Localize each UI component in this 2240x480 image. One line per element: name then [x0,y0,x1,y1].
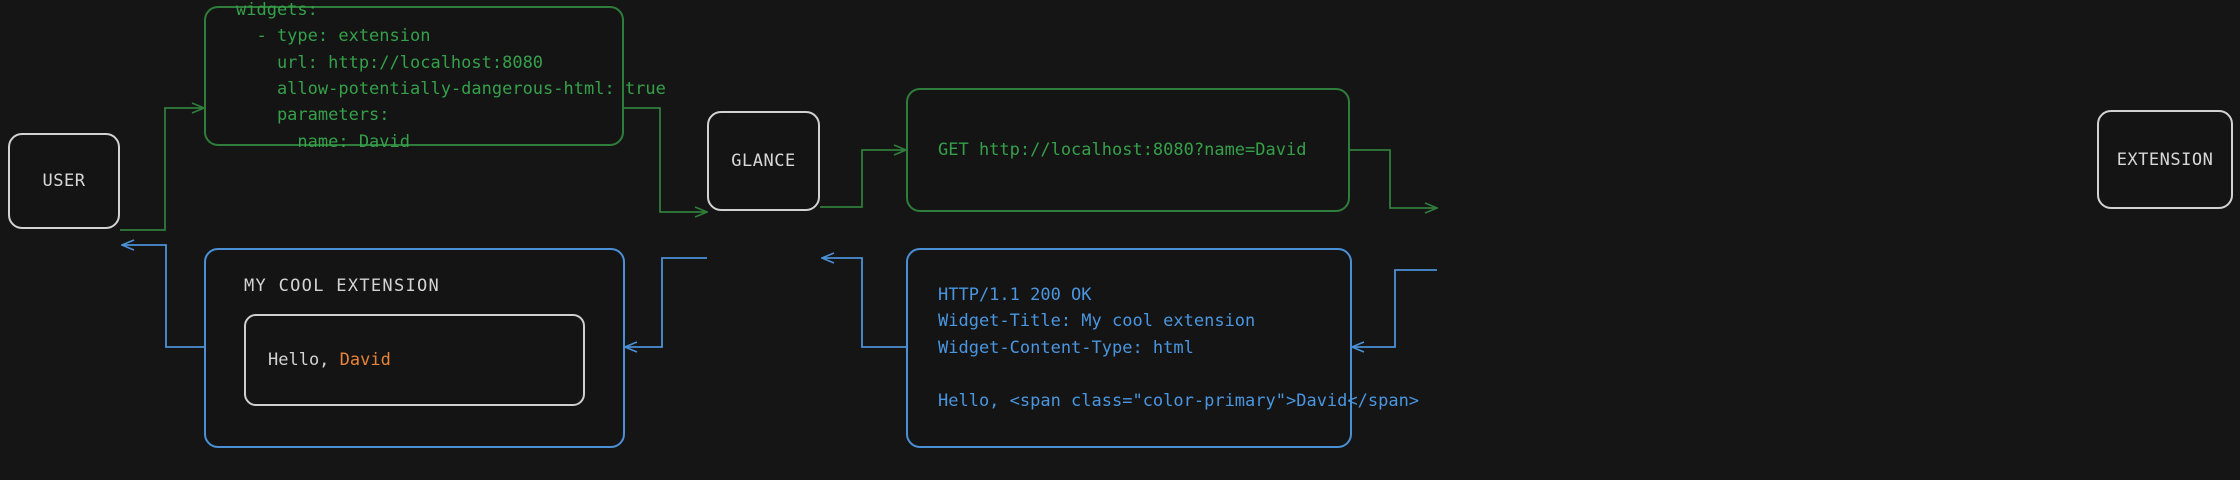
rendered-widget-greeting: Hello, [268,350,340,370]
node-user[interactable]: USER [8,133,120,229]
node-user-label: USER [42,171,86,191]
node-glance-label: GLANCE [731,151,796,171]
http-response-code: HTTP/1.1 200 OK Widget-Title: My cool ex… [938,285,1420,411]
edge-glance-to-widget [625,257,707,347]
edge-config-to-glance [624,107,707,212]
edge-request-to-extension [1350,149,1437,208]
config-yaml-box: widgets: - type: extension url: http://l… [204,0,666,152]
node-extension-label: EXTENSION [2116,149,2214,170]
edge-response-to-glance [822,258,906,348]
http-response-box: HTTP/1.1 200 OK Widget-Title: My cool ex… [906,248,1420,448]
edge-glance-to-request [820,150,906,208]
edge-user-to-config [120,108,204,231]
rendered-widget-box: MY COOL EXTENSION Hello, David [204,248,625,448]
edge-extension-to-response [1352,269,1437,347]
rendered-widget-name: David [339,350,391,370]
config-yaml-code: widgets: - type: extension url: http://l… [236,0,666,152]
node-extension[interactable]: EXTENSION [2097,110,2233,209]
node-glance[interactable]: GLANCE [707,111,820,211]
http-request-code: GET http://localhost:8080?name=David [938,139,1307,160]
rendered-widget-card: Hello, David [244,314,585,406]
edge-widget-to-user [122,245,204,348]
rendered-widget-title: MY COOL EXTENSION [244,276,441,296]
http-request-box: GET http://localhost:8080?name=David [906,88,1350,212]
